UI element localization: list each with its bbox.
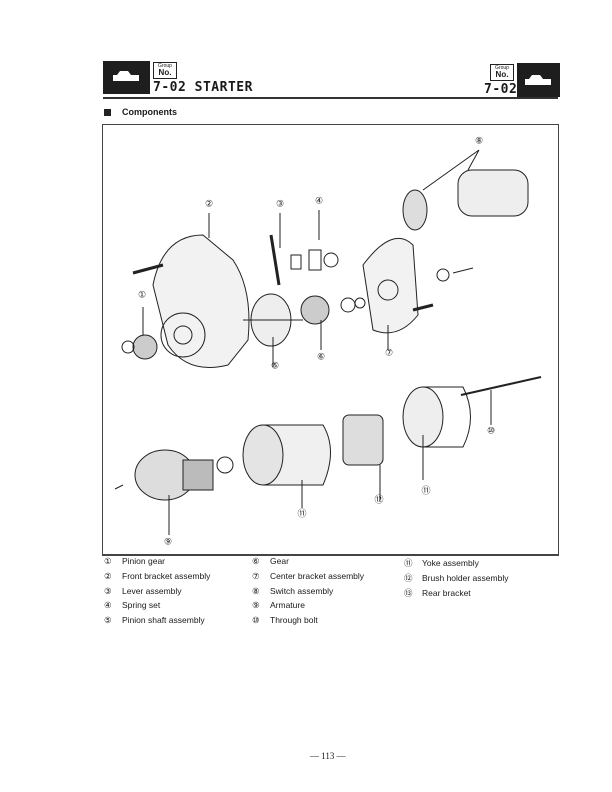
no-label: No. <box>495 70 509 79</box>
legend-label: Switch assembly <box>270 586 334 596</box>
legend-label: Pinion gear <box>122 556 166 566</box>
legend-item: ⑫ Brush holder assembly <box>404 572 508 584</box>
starter-exploded-diagram <box>114 149 542 535</box>
callout-11b: ⑪ <box>297 508 307 519</box>
legend-label: Center bracket assembly <box>270 571 365 581</box>
header-rule <box>103 97 558 99</box>
callout-3: ③ <box>275 198 285 209</box>
front-bracket-drawing <box>152 234 250 368</box>
legend-label: Spring set <box>122 600 161 610</box>
pinion-shaft-drawing <box>243 234 303 347</box>
legend-label: Brush holder assembly <box>422 573 509 583</box>
legend-number: ⑥ <box>252 556 260 566</box>
callout-10: ⑩ <box>486 425 496 436</box>
legend-item: ⑬ Rear bracket <box>404 587 471 599</box>
legend-item: ⑪ Yoke assembly <box>404 557 479 569</box>
legend-number: ⑧ <box>252 586 260 596</box>
callout-7: ⑦ <box>384 347 394 358</box>
switch-assembly-drawing <box>402 149 529 231</box>
legend-number: ⑤ <box>104 615 112 625</box>
legend-number: ⑦ <box>252 571 260 581</box>
callout-12: ⑫ <box>374 494 384 505</box>
legend-number: ⑫ <box>404 573 413 583</box>
callout-1: ① <box>137 289 147 300</box>
legend-number: ⑩ <box>252 615 260 625</box>
legend-number: ⑨ <box>252 600 260 610</box>
legend-label: Gear <box>270 556 289 566</box>
truck-icon <box>525 75 551 85</box>
legend-label: Armature <box>270 600 305 610</box>
legend-item: ① Pinion gear <box>104 556 165 567</box>
yoke-assembly-drawing <box>242 424 331 486</box>
pinion-gear-drawing <box>121 334 158 360</box>
callout-5: ⑤ <box>270 360 280 371</box>
vehicle-logo-right <box>517 63 560 97</box>
legend-item: ⑧ Switch assembly <box>252 586 333 597</box>
legend-item: ⑩ Through bolt <box>252 615 318 626</box>
gear-drawing <box>300 295 366 325</box>
legend-number: ⑪ <box>404 558 413 568</box>
callout-2: ② <box>204 198 214 209</box>
brush-holder-drawing <box>342 414 384 466</box>
no-label: No. <box>158 68 172 77</box>
legend-item: ⑤ Pinion shaft assembly <box>104 615 205 626</box>
group-number-box-right: Group No. <box>490 64 514 81</box>
center-bracket-drawing <box>362 237 474 334</box>
page-title: 7-02 STARTER <box>153 80 253 95</box>
callout-8: ⑧ <box>474 135 484 146</box>
legend-item: ⑦ Center bracket assembly <box>252 571 364 582</box>
legend-number: ③ <box>104 586 112 596</box>
callout-6: ⑥ <box>316 351 326 362</box>
spring-set-drawing <box>290 249 339 271</box>
legend-number: ⑬ <box>404 588 413 598</box>
group-number: 7-02 <box>484 82 518 97</box>
callout-4: ④ <box>314 195 324 206</box>
legend-label: Lever assembly <box>122 586 182 596</box>
legend-label: Front bracket assembly <box>122 571 211 581</box>
components-legend: ① Pinion gear ② Front bracket assembly ③ Le… <box>104 556 524 636</box>
page-number: — 113 — <box>310 751 346 761</box>
group-number-box-left: Group No. <box>153 62 177 79</box>
legend-label: Yoke assembly <box>422 558 479 568</box>
armature-drawing <box>114 449 234 501</box>
callout-11: ⑪ <box>421 485 431 496</box>
through-bolt-drawing <box>460 376 542 396</box>
section-bullet <box>104 109 111 116</box>
legend-label: Pinion shaft assembly <box>122 615 205 625</box>
legend-item: ⑨ Armature <box>252 600 305 611</box>
legend-number: ① <box>104 556 112 566</box>
legend-item: ⑥ Gear <box>252 556 289 567</box>
legend-item: ④ Spring set <box>104 600 160 611</box>
group-label: Group <box>495 65 509 71</box>
legend-label: Through bolt <box>270 615 318 625</box>
group-label: Group <box>158 63 172 69</box>
rear-bracket-drawing <box>402 386 471 448</box>
legend-label: Rear bracket <box>422 588 471 598</box>
legend-number: ② <box>104 571 112 581</box>
truck-icon <box>113 71 139 81</box>
callout-9: ⑨ <box>163 536 173 547</box>
exploded-view-figure: ⑧ ② ③ ④ ① ⑤ ⑥ ⑦ ⑩ ⑪ ⑫ ⑪ ⑨ <box>102 124 559 556</box>
legend-item: ② Front bracket assembly <box>104 571 210 582</box>
legend-number: ④ <box>104 600 112 610</box>
vehicle-logo-left <box>103 61 150 94</box>
legend-item: ③ Lever assembly <box>104 586 182 597</box>
section-title: Components <box>122 107 177 117</box>
